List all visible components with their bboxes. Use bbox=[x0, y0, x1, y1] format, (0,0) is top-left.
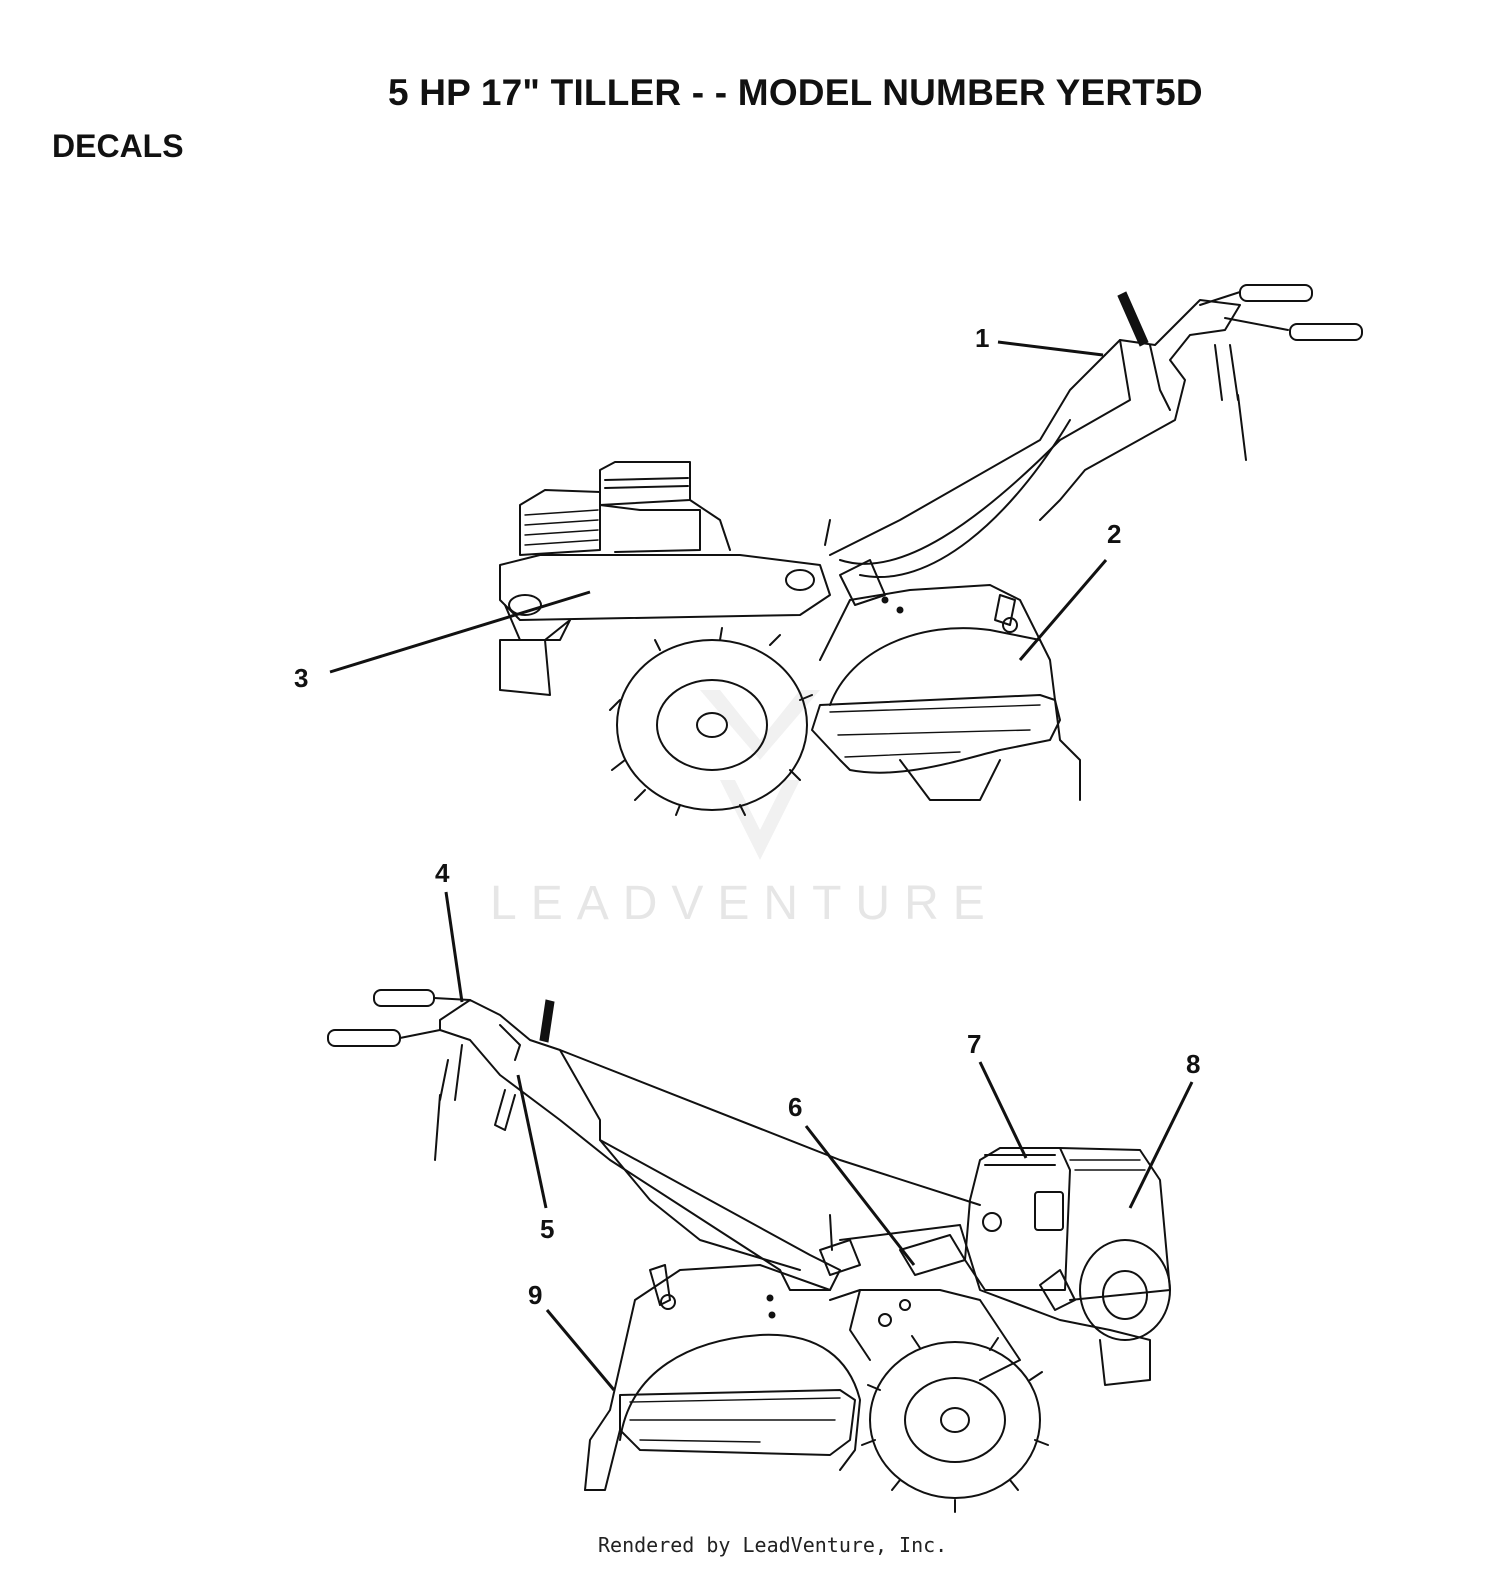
tiller-bottom-view bbox=[327, 989, 1171, 1513]
leader-line-4 bbox=[444, 891, 464, 1003]
callout-6: 6 bbox=[788, 1092, 802, 1122]
tiller-top-view bbox=[499, 284, 1363, 816]
leader-line-6 bbox=[804, 1125, 916, 1266]
leadventure-logo-watermark bbox=[700, 690, 820, 860]
leader-line-3 bbox=[329, 590, 591, 674]
leader-line-9 bbox=[545, 1309, 616, 1391]
leader-line-7 bbox=[978, 1061, 1028, 1159]
callout-5: 5 bbox=[540, 1214, 554, 1244]
section-heading: DECALS bbox=[52, 128, 184, 164]
page-title: 5 HP 17" TILLER - - MODEL NUMBER YERT5D bbox=[388, 72, 1203, 113]
callout-9: 9 bbox=[528, 1280, 542, 1310]
callout-numbers: 1 2 3 4 5 6 7 8 9 bbox=[294, 323, 1200, 1310]
leader-line-1 bbox=[997, 340, 1104, 357]
footer-credit: Rendered by LeadVenture, Inc. bbox=[598, 1533, 948, 1557]
callout-4: 4 bbox=[435, 858, 450, 888]
leader-line-2 bbox=[1018, 559, 1108, 661]
callout-8: 8 bbox=[1186, 1049, 1200, 1079]
leader-line-5 bbox=[516, 1074, 548, 1209]
callout-3: 3 bbox=[294, 663, 308, 693]
callout-1: 1 bbox=[975, 323, 989, 353]
callout-7: 7 bbox=[967, 1029, 981, 1059]
leader-line-8 bbox=[1128, 1081, 1194, 1209]
leader-lines bbox=[329, 340, 1194, 1391]
watermark-text: LEADVENTURE bbox=[490, 877, 999, 930]
callout-2: 2 bbox=[1107, 519, 1121, 549]
